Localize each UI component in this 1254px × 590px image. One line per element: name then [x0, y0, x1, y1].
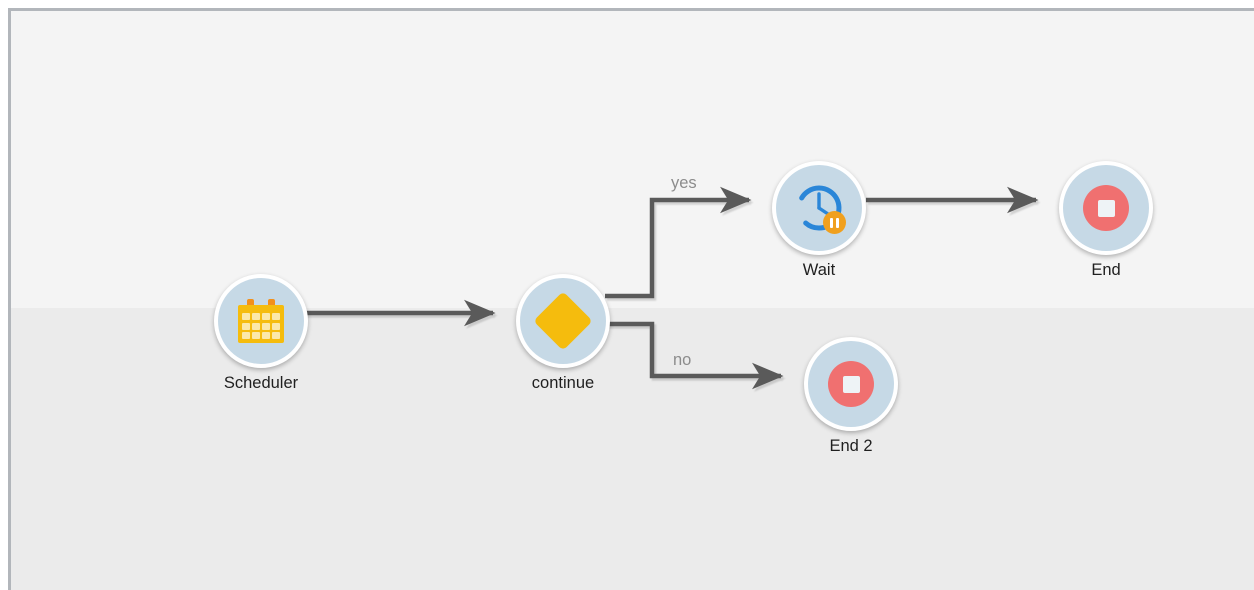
- node-continue-label: continue: [531, 374, 595, 392]
- stop-square: [1097, 199, 1115, 217]
- workflow-canvas[interactable]: yes no S: [8, 8, 1254, 590]
- node-end-label: End: [1091, 261, 1121, 279]
- node-continue[interactable]: continue: [516, 274, 610, 392]
- edge-continue-to-wait[interactable]: [605, 186, 752, 299]
- stop-icon: [1083, 185, 1129, 231]
- node-continue-shape[interactable]: [516, 274, 610, 368]
- node-end2-label: End 2: [829, 437, 873, 455]
- calendar-grid: [242, 313, 280, 339]
- node-scheduler-shape[interactable]: [214, 274, 308, 368]
- node-scheduler[interactable]: Scheduler: [214, 274, 308, 392]
- pause-badge-icon: [823, 211, 846, 234]
- node-end-shape[interactable]: [1059, 161, 1153, 255]
- calendar-icon: [238, 299, 284, 343]
- node-wait[interactable]: Wait: [772, 161, 866, 279]
- node-wait-shape[interactable]: [772, 161, 866, 255]
- stop-icon: [828, 361, 874, 407]
- edge-label-no: no: [673, 351, 692, 369]
- node-wait-label: Wait: [802, 261, 836, 279]
- clock-pause-icon: [794, 183, 846, 234]
- diamond-icon: [533, 291, 593, 351]
- node-end[interactable]: End: [1059, 161, 1153, 279]
- calendar-tab-left: [247, 299, 254, 310]
- canvas-lower-band: [11, 308, 1254, 590]
- edge-label-yes: yes: [671, 174, 697, 192]
- stop-square: [842, 375, 860, 393]
- node-end2-shape[interactable]: [804, 337, 898, 431]
- calendar-tab-right: [268, 299, 275, 310]
- node-scheduler-label: Scheduler: [223, 374, 299, 392]
- node-end2[interactable]: End 2: [804, 337, 898, 455]
